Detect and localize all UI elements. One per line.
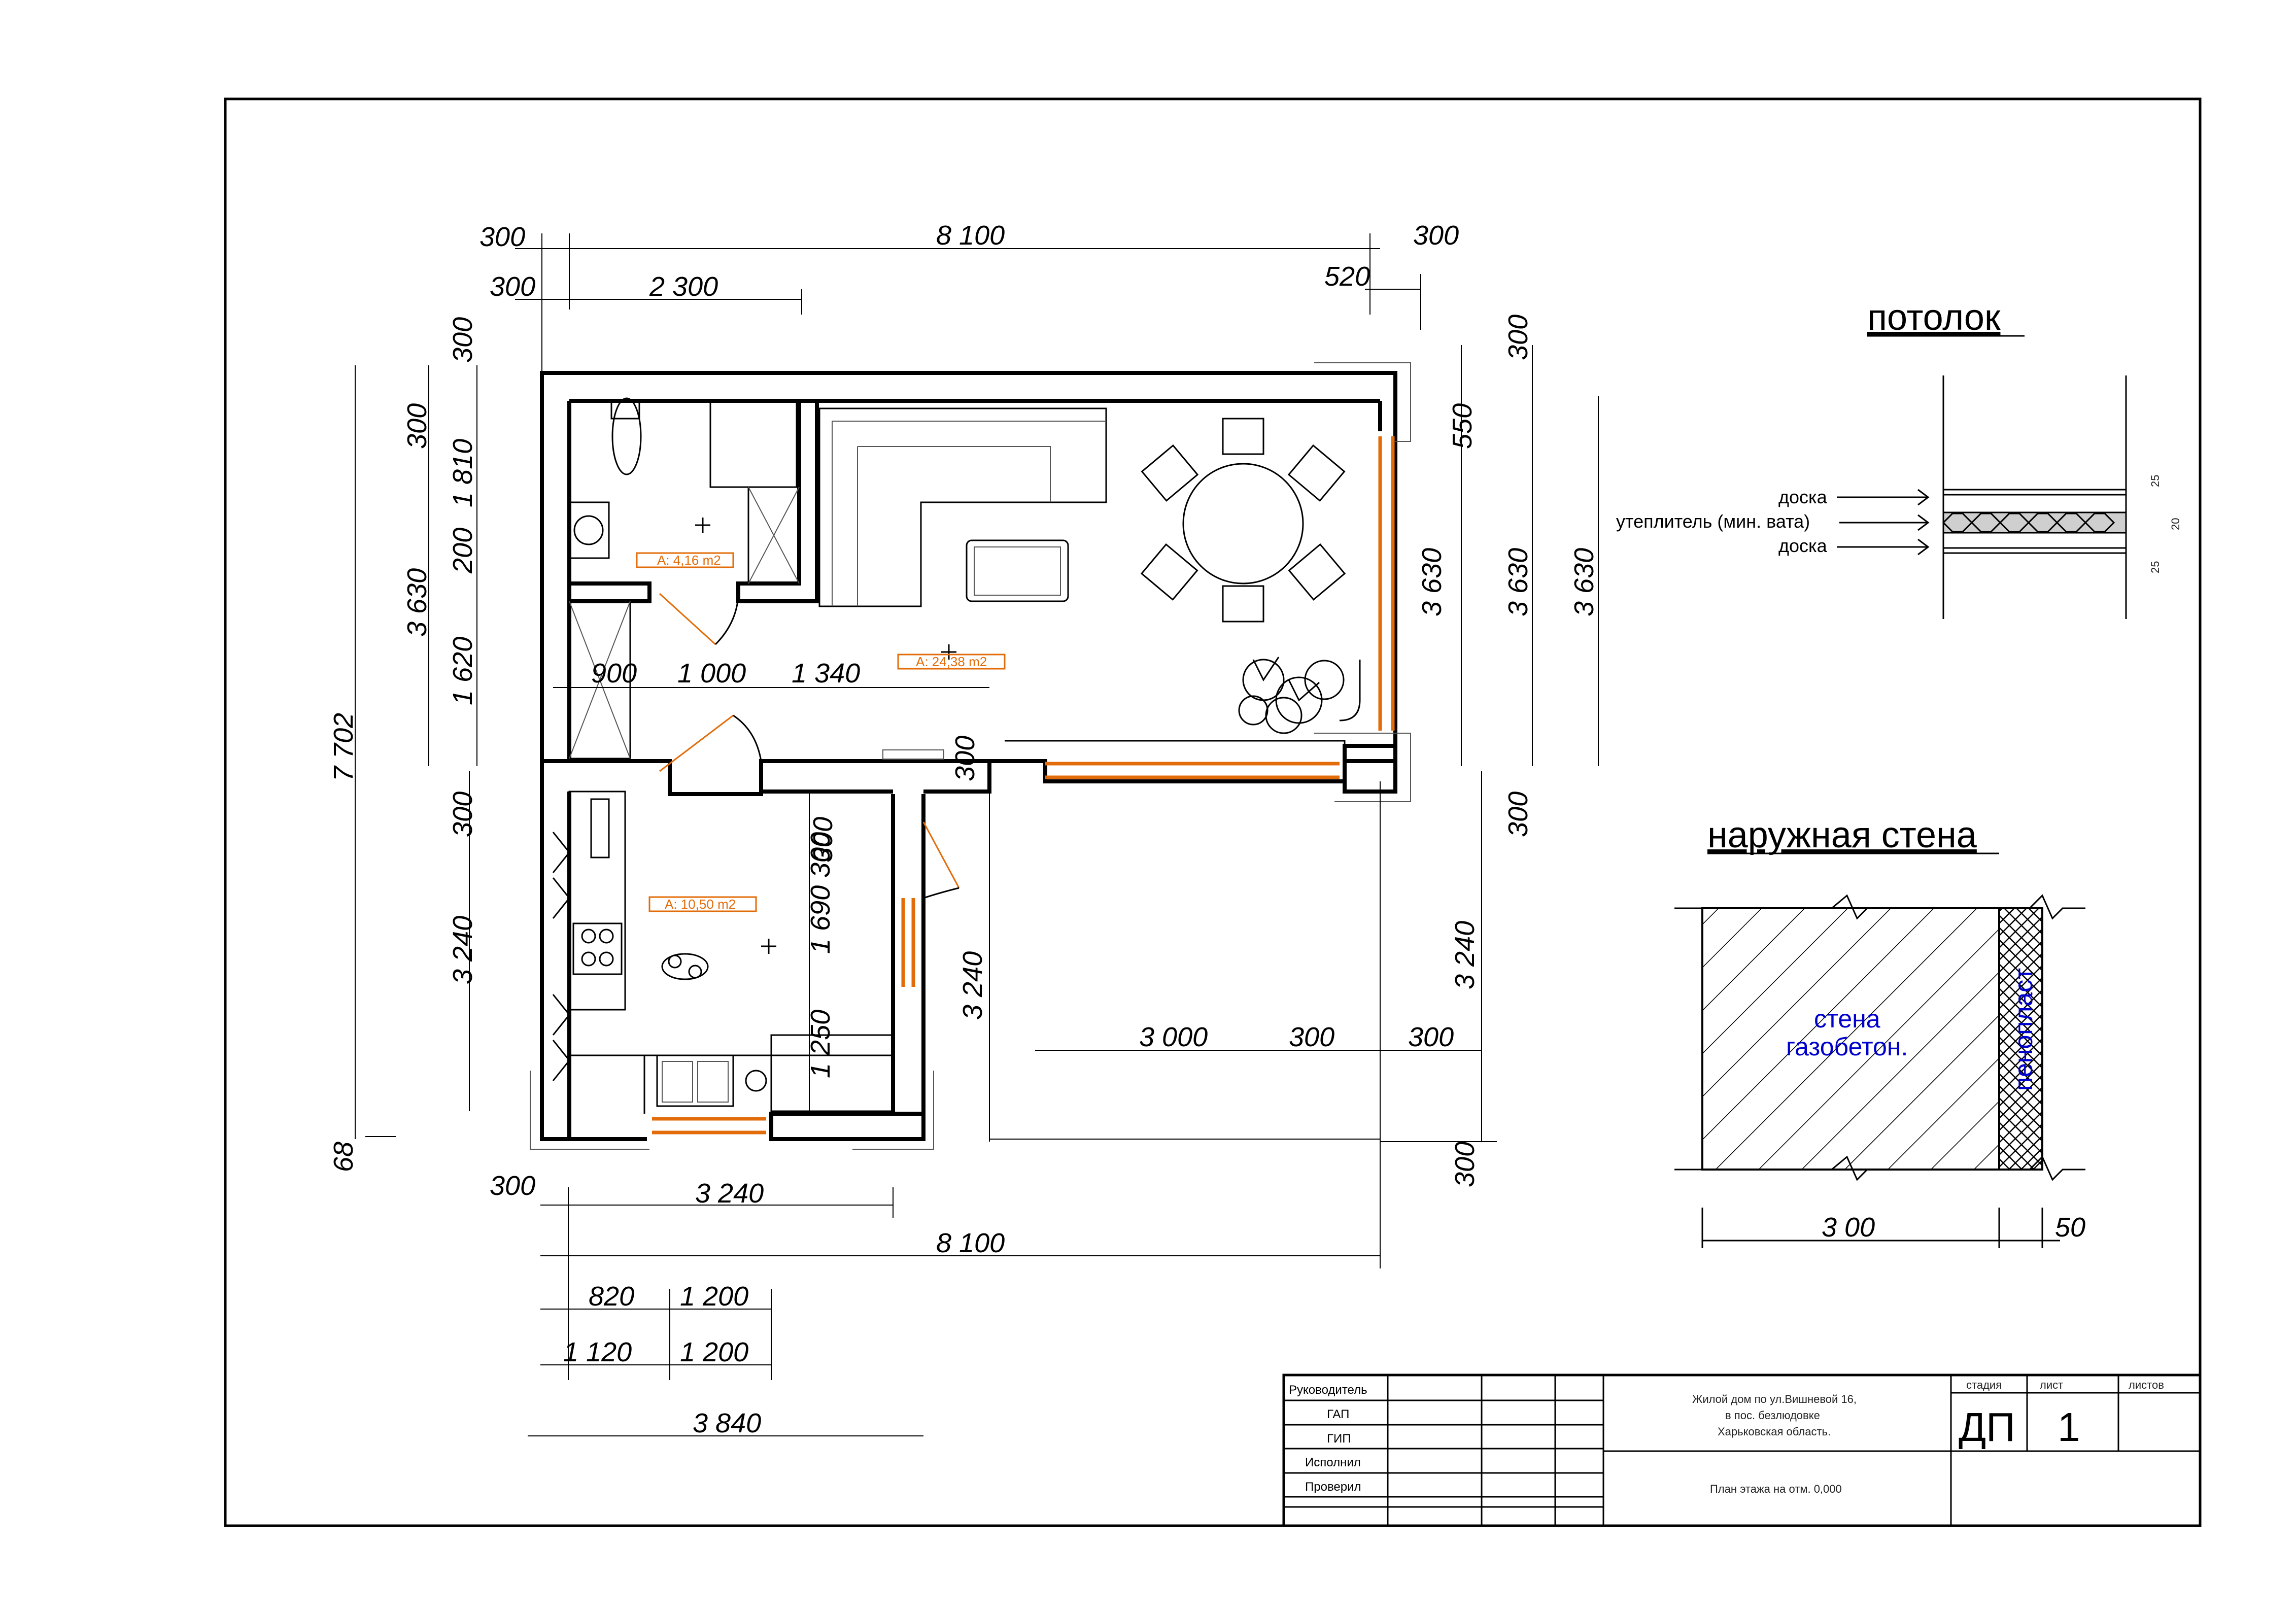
dim-left-200: 200 (448, 528, 478, 574)
dim-bottom-300-a: 300 (1289, 1022, 1334, 1052)
dimension-lines (355, 233, 1599, 1436)
area-label-living-room: A: 24,38 m2 (916, 654, 987, 669)
dim-inner-3240: 3 240 (957, 951, 988, 1020)
dim-right-550: 550 (1447, 403, 1478, 449)
sheet-value: 1 (2058, 1404, 2080, 1450)
wall-material-label-1: стена (1814, 1005, 1880, 1033)
kitchen-plant-icon (661, 953, 709, 980)
ceiling-layer-board-top: доска (1778, 487, 1828, 507)
ceiling-layer-board-bottom: доска (1778, 535, 1828, 556)
dim-bottom-300-c: 300 (490, 1171, 535, 1201)
project-line-1: Жилой дом по ул.Вишневой 16, (1692, 1393, 1857, 1405)
dim-bottom-1200-b: 1 200 (680, 1337, 748, 1367)
dim-top-300-second: 300 (490, 271, 535, 302)
dim-inner-900: 900 (591, 658, 637, 689)
title-block: Руководитель ГАП ГИП Исполнил Проверил Ж… (1282, 1373, 2202, 1527)
dim-top-300-right: 300 (1413, 220, 1459, 251)
role-executed: Исполнил (1305, 1456, 1361, 1469)
dim-bottom-300-b: 300 (1408, 1022, 1454, 1052)
outer-wall-section-detail: наружная стена стена газобетон. пеноплас… (1674, 815, 2085, 1248)
ceiling-thickness-25-bottom: 25 (2149, 561, 2162, 573)
dim-right-3630-c: 3 630 (1569, 548, 1599, 616)
dim-inner-1690: 1 690 (805, 885, 836, 954)
dim-inner-1340: 1 340 (792, 658, 860, 689)
area-label-bathroom: A: 4,16 m2 (657, 553, 721, 568)
dim-right-3630-a: 3 630 (1417, 548, 1447, 616)
wall-hatch-aerated-concrete (1701, 907, 2000, 1171)
sheets-header: листов (2129, 1379, 2164, 1391)
dim-left-68: 68 (328, 1142, 359, 1172)
role-gap: ГАП (1327, 1407, 1349, 1421)
insulation-material-label: пенопласт (2009, 968, 2038, 1091)
dim-inner-1000: 1 000 (677, 658, 746, 689)
plan-dimension-labels: 300 8 100 300 300 2 300 520 300 300 1 81… (328, 220, 1599, 1438)
dim-left-300-c: 300 (950, 736, 980, 781)
dim-left-300-a: 300 (402, 403, 432, 449)
dim-inner-300-a: 300 (808, 817, 838, 863)
sheet-header: лист (2040, 1379, 2063, 1391)
drawing-frame (224, 97, 2202, 1527)
ceiling-title: потолок (1867, 297, 2001, 338)
stage-value: ДП (1959, 1404, 2015, 1450)
ceiling-thickness-20: 20 (2169, 518, 2182, 530)
dim-left-1620: 1 620 (448, 637, 478, 705)
wall-hatch-polystyrene (1998, 907, 2043, 1171)
plant-icon (1238, 657, 1345, 734)
dim-bottom-820: 820 (589, 1281, 634, 1312)
dim-left-3240: 3 240 (448, 916, 478, 984)
dim-right-300-bottom: 300 (1450, 1142, 1480, 1187)
dim-left-3630: 3 630 (402, 568, 432, 637)
dim-right-3240: 3 240 (1450, 921, 1480, 989)
wall-material-label-2: газобетон. (1786, 1033, 1908, 1061)
area-label-kitchen: A: 10,50 m2 (665, 897, 736, 912)
ceiling-section-detail: потолок доска утеплитель (мин. вата) дос… (1616, 297, 2182, 619)
dim-top-8100: 8 100 (936, 220, 1005, 251)
role-gip: ГИП (1327, 1432, 1351, 1446)
dim-left-7702: 7 702 (328, 713, 359, 781)
dim-inner-300-b: 300 (805, 832, 836, 878)
dim-bottom-8100: 8 100 (936, 1228, 1005, 1258)
dim-left-300-top: 300 (448, 317, 478, 363)
wall-dim-300: 3 00 (1822, 1212, 1875, 1243)
dim-top-2300: 2 300 (649, 271, 718, 302)
dim-bottom-1200-a: 1 200 (680, 1281, 748, 1312)
dim-right-300-top: 300 (1503, 315, 1533, 360)
project-line-3: Харьковская область. (1718, 1425, 1831, 1438)
outer-wall-title: наружная стена (1707, 815, 1977, 855)
role-head: Руководитель (1289, 1383, 1367, 1397)
sheet-title: План этажа на отм. 0,000 (1710, 1483, 1842, 1495)
dim-left-300-b: 300 (448, 792, 478, 837)
floor-plan: A: 4,16 m2 A: 24,38 m2 A: 10,50 m2 (530, 362, 1411, 1150)
wall-dim-50: 50 (2055, 1212, 2085, 1243)
dim-right-3630-b: 3 630 (1503, 548, 1533, 616)
ceiling-thickness-25-top: 25 (2149, 475, 2162, 487)
ceiling-layer-insulation: утеплитель (мин. вата) (1616, 511, 1810, 532)
dim-top-520: 520 (1324, 261, 1370, 292)
dim-bottom-3240: 3 240 (695, 1178, 764, 1209)
dim-top-300-left: 300 (479, 222, 525, 252)
dim-left-1810: 1 810 (448, 439, 478, 507)
dim-bottom-1120: 1 120 (563, 1337, 632, 1367)
role-checked: Проверил (1305, 1480, 1361, 1494)
dim-bottom-3000: 3 000 (1139, 1022, 1208, 1052)
stage-header: стадия (1966, 1379, 2002, 1391)
project-line-2: в пос. безлюдовке (1725, 1409, 1820, 1422)
dim-right-300-mid: 300 (1503, 792, 1533, 837)
dim-inner-1250: 1 250 (805, 1010, 836, 1078)
dim-bottom-3840: 3 840 (693, 1408, 761, 1438)
